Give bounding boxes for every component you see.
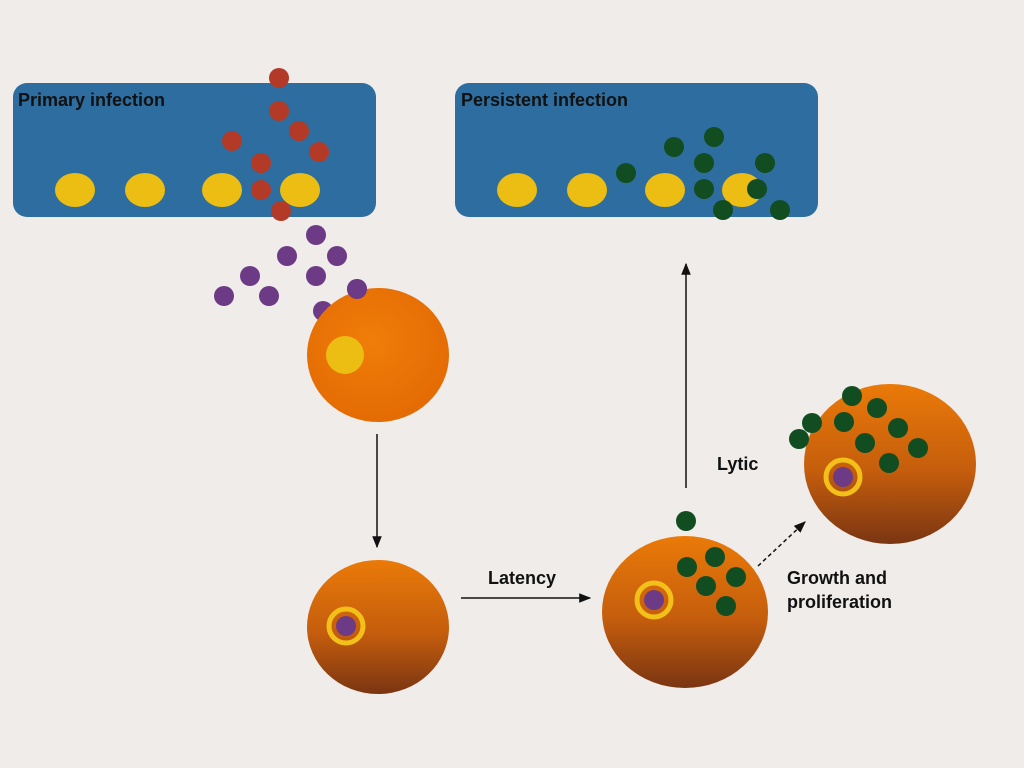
epithelial-nucleus: [55, 173, 95, 207]
purple-virion: [240, 266, 260, 286]
proliferating-cell: [789, 384, 976, 544]
epithelial-nucleus: [202, 173, 242, 207]
epithelial-nucleus: [280, 173, 320, 207]
purple-virion: [347, 279, 367, 299]
primary-infection-title: Primary infection: [18, 90, 165, 110]
purple-virion: [327, 246, 347, 266]
green-virion: [676, 511, 696, 531]
latency-label: Latency: [488, 568, 556, 588]
cell-body: [307, 560, 449, 694]
green-virion: [694, 153, 714, 173]
viral-episome: [644, 590, 664, 610]
purple-virion: [277, 246, 297, 266]
green-virion: [696, 576, 716, 596]
purple-virion: [306, 266, 326, 286]
green-virion: [713, 200, 733, 220]
green-virion: [755, 153, 775, 173]
green-virion: [770, 200, 790, 220]
green-virion: [716, 596, 736, 616]
green-virion: [705, 547, 725, 567]
epithelial-nucleus: [567, 173, 607, 207]
green-virion: [704, 127, 724, 147]
epithelial-nucleus: [497, 173, 537, 207]
red-virion: [222, 131, 242, 151]
epithelial-nucleus: [645, 173, 685, 207]
red-virion: [269, 68, 289, 88]
green-virion: [842, 386, 862, 406]
infected-cell: [307, 288, 449, 422]
red-virions: [222, 68, 329, 221]
growth-label-line1: Growth and: [787, 568, 887, 588]
green-virions: [676, 511, 746, 616]
red-virion: [269, 101, 289, 121]
viral-episome: [833, 467, 853, 487]
green-virion: [747, 179, 767, 199]
green-virion: [855, 433, 875, 453]
red-virion: [271, 201, 291, 221]
green-virions: [616, 127, 790, 220]
green-virion: [677, 557, 697, 577]
primary-epithelial-nuclei: [55, 173, 320, 207]
persistent-infection-panel: Persistent infection: [455, 83, 818, 220]
persistent-infection-title: Persistent infection: [461, 90, 628, 110]
green-virion: [888, 418, 908, 438]
green-virions: [789, 386, 928, 473]
purple-virion: [259, 286, 279, 306]
lytic-label: Lytic: [717, 454, 758, 474]
persistent-epithelial-nuclei: [497, 173, 762, 207]
latent-episome-ring: [326, 606, 366, 646]
latent-episome-ring: [823, 457, 863, 497]
reactivating-cell: [602, 511, 768, 688]
latent-episome-ring: [634, 580, 674, 620]
red-virion: [309, 142, 329, 162]
green-virion: [616, 163, 636, 183]
purple-virion: [214, 286, 234, 306]
green-virion: [802, 413, 822, 433]
red-virion: [251, 180, 271, 200]
green-virion: [867, 398, 887, 418]
green-virion: [908, 438, 928, 458]
green-virion: [694, 179, 714, 199]
green-virion: [726, 567, 746, 587]
growth-label-line2: proliferation: [787, 592, 892, 612]
epithelial-nucleus: [125, 173, 165, 207]
purple-virion: [306, 225, 326, 245]
green-virion: [834, 412, 854, 432]
red-virion: [251, 153, 271, 173]
green-virion: [789, 429, 809, 449]
growth-arrow: [757, 521, 806, 567]
green-virion: [879, 453, 899, 473]
cell-nucleus: [326, 336, 364, 374]
green-virion: [664, 137, 684, 157]
cell-body: [307, 288, 449, 422]
viral-episome: [336, 616, 356, 636]
latent-cell: [307, 560, 449, 694]
red-virion: [289, 121, 309, 141]
